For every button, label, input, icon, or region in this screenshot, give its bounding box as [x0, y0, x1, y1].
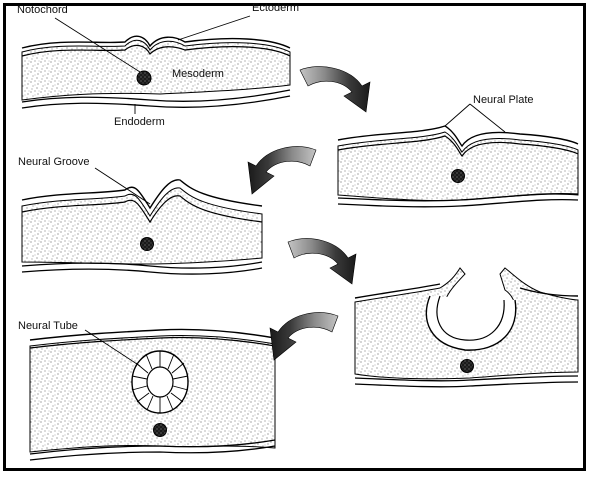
- arrow-1-to-2: [300, 67, 370, 112]
- stage-4-neural-folds: [355, 268, 578, 387]
- notochord-3: [141, 238, 154, 251]
- label-ectoderm: Ectoderm: [252, 2, 299, 14]
- notochord-4: [461, 360, 474, 373]
- stage-5-neural-tube: [30, 329, 275, 460]
- arrow-2-to-3: [248, 147, 316, 194]
- label-neural-plate: Neural Plate: [473, 94, 534, 106]
- label-notochord: Notochord: [17, 4, 68, 16]
- notochord-1: [137, 71, 151, 85]
- label-neural-tube: Neural Tube: [18, 320, 78, 332]
- label-endoderm: Endoderm: [114, 116, 165, 128]
- arrow-4-to-5: [270, 313, 338, 360]
- notochord-5: [154, 424, 167, 437]
- label-neural-groove: Neural Groove: [18, 156, 90, 168]
- label-mesoderm: Mesoderm: [172, 68, 224, 80]
- stage-2-neural-plate: [338, 126, 578, 207]
- arrow-3-to-4: [288, 239, 356, 284]
- notochord-2: [452, 170, 465, 183]
- stage-3-neural-groove: [22, 180, 262, 274]
- stage-1-flat-embryo: [22, 36, 290, 108]
